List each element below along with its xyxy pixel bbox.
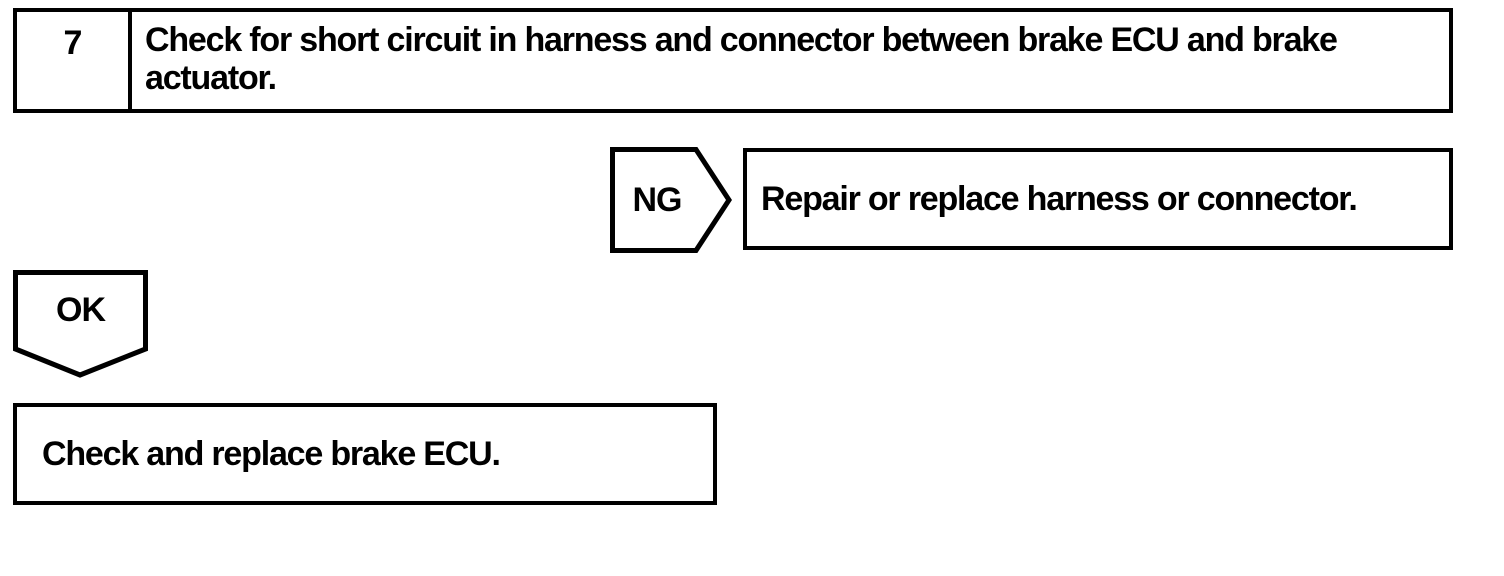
ng-action-text: Repair or replace harness or connector. — [761, 180, 1358, 218]
ok-arrow-label: OK — [56, 290, 106, 329]
step-number: 7 — [63, 24, 83, 62]
ok-arrow-shape — [13, 270, 148, 378]
step-number-cell: 7 — [17, 12, 132, 109]
ng-arrow-shape — [610, 147, 732, 253]
ng-arrow-label: NG — [632, 180, 683, 219]
ok-action-text: Check and replace brake ECU. — [42, 435, 501, 473]
step-instruction: Check for short circuit in harness and c… — [145, 21, 1338, 97]
ok-action-box: Check and replace brake ECU. — [13, 403, 717, 505]
ng-action-box: Repair or replace harness or connector. — [743, 148, 1453, 250]
step-box: 7 Check for short circuit in harness and… — [13, 8, 1453, 113]
ng-branch-arrow: NG — [610, 147, 732, 253]
ok-branch-arrow: OK — [13, 270, 148, 378]
